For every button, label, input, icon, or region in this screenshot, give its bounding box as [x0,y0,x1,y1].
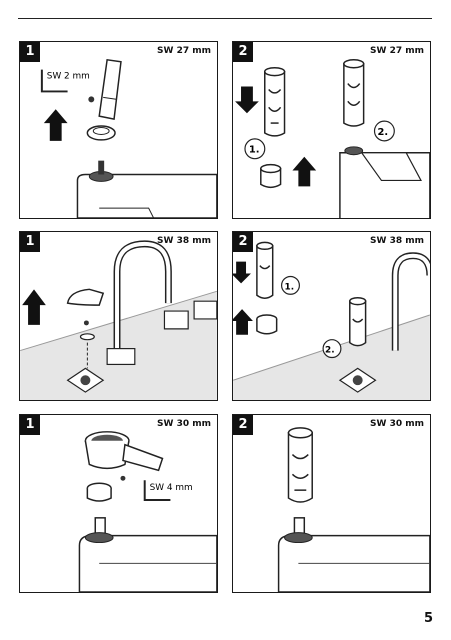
wrench-size-label: SW 38 mm [157,236,211,246]
page-number: 5 [423,611,433,626]
allen-key-label: SW 2 mm [47,72,90,82]
step-badge: 1 [20,232,40,252]
panel-5: 1 SW 30 mm SW 4 mm [19,414,218,593]
wrench-size-label: SW 27 mm [157,46,211,56]
panel-4: 2 SW 38 mm 1. 2. [232,231,431,401]
wrench-size-label: SW 30 mm [370,419,424,429]
wrench-size-label: SW 30 mm [157,419,211,429]
panel-3: 1 SW 38 mm [19,231,218,401]
panel-1: 1 SW 27 mm SW 2 mm [19,41,218,219]
panel-2: 2 SW 27 mm 1. 2. [232,41,431,219]
step-badge: 1 [20,42,40,62]
callout-2: 2. [325,346,335,356]
callout-1: 1. [285,282,295,292]
callout-2: 2. [377,127,388,138]
panel-6: 2 SW 30 mm [232,414,431,593]
step-badge: 2 [233,42,253,62]
step-badge: 2 [233,232,253,252]
allen-key-label: SW 4 mm [150,483,193,493]
illustration-round-cartridge-swap [277,427,430,592]
illustration-lever-removal: SW 2 mm [40,58,217,218]
header-rule [18,18,432,19]
illustration-round-lever-removal: SW 4 mm [78,431,217,592]
step-badge: 2 [233,415,253,435]
illustration-basin-cartridge-swap: 1. 2. [233,241,430,400]
wrench-size-label: SW 27 mm [370,46,424,56]
wrench-size-label: SW 38 mm [370,236,424,246]
callout-1: 1. [249,145,260,156]
illustration-cartridge-swap: 1. 2. [235,59,430,218]
step-badge: 1 [20,415,40,435]
illustration-basin-lever-removal [20,240,217,400]
